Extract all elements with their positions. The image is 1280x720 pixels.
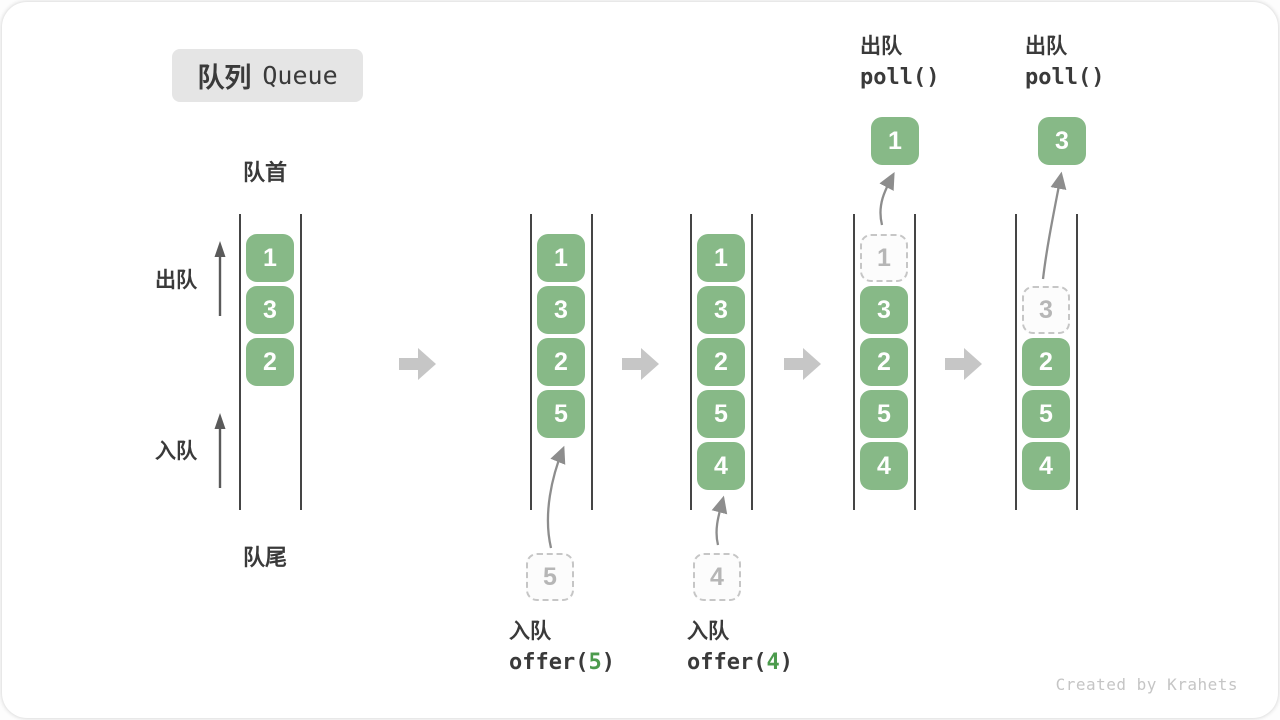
- dequeue-path-arrow-icon: [879, 171, 895, 226]
- incoming-item-box: 4: [693, 553, 741, 601]
- next-state-arrow-icon: [622, 348, 659, 380]
- queue-item-box: 3: [246, 286, 294, 334]
- outgoing-item-box: 3: [1038, 117, 1086, 165]
- enqueue-side-label: 入队: [155, 440, 197, 463]
- next-state-arrow-icon: [784, 348, 821, 380]
- code-text: poll(): [1025, 65, 1105, 90]
- operation-name-label: 出队: [1025, 35, 1067, 58]
- code-text: offer(: [509, 650, 589, 675]
- queue-wall-right: [591, 214, 593, 510]
- queue-rear-label: 队尾: [243, 545, 288, 570]
- dequeue-path-arrow-icon: [1041, 171, 1067, 280]
- code-text: ): [779, 650, 793, 675]
- queue-item-box: 1: [697, 234, 745, 282]
- queue-wall-right: [751, 214, 753, 510]
- queue-wall-left: [1015, 214, 1017, 510]
- queue-wall-right: [1076, 214, 1078, 510]
- queue-item-box: 2: [860, 338, 908, 386]
- next-state-arrow-icon: [399, 348, 436, 380]
- operation-code-label: offer(4): [687, 650, 793, 675]
- watermark: Created by Krahets: [1055, 675, 1238, 694]
- operation-code-label: offer(5): [509, 650, 615, 675]
- code-arg-accent: 5: [588, 650, 602, 675]
- queue-item-box: 5: [1022, 390, 1070, 438]
- operation-name-label: 入队: [509, 620, 551, 643]
- title-en: Queue: [262, 61, 338, 90]
- queue-item-box-dashed: 1: [860, 234, 908, 282]
- operation-code-label: poll(): [1025, 65, 1104, 90]
- queue-item-box: 4: [697, 442, 745, 490]
- code-text: offer(: [687, 650, 767, 675]
- code-arg-accent: 4: [766, 650, 780, 675]
- dequeue-direction-arrow-icon: [214, 241, 226, 316]
- outgoing-item-box: 1: [871, 117, 919, 165]
- code-text: ): [601, 650, 615, 675]
- queue-item-box: 3: [537, 286, 585, 334]
- dequeue-side-label: 出队: [155, 269, 197, 292]
- enqueue-path-arrow-icon: [546, 445, 566, 549]
- title-badge: 队列 Queue: [172, 49, 363, 102]
- code-text: poll(): [860, 65, 940, 90]
- queue-item-box: 5: [697, 390, 745, 438]
- queue-item-box: 2: [537, 338, 585, 386]
- queue-wall-left: [239, 214, 241, 510]
- queue-item-box: 4: [1022, 442, 1070, 490]
- queue-item-box: 5: [537, 390, 585, 438]
- operation-code-label: poll(): [860, 65, 939, 90]
- queue-front-label: 队首: [243, 160, 288, 185]
- queue-item-box: 2: [246, 338, 294, 386]
- queue-wall-left: [853, 214, 855, 510]
- queue-item-box: 4: [860, 442, 908, 490]
- queue-item-box: 3: [860, 286, 908, 334]
- queue-wall-left: [530, 214, 532, 510]
- queue-item-box: 2: [697, 338, 745, 386]
- incoming-item-box: 5: [526, 553, 574, 601]
- operation-name-label: 出队: [860, 35, 902, 58]
- queue-item-box: 2: [1022, 338, 1070, 386]
- enqueue-direction-arrow-icon: [214, 413, 226, 488]
- queue-wall-left: [690, 214, 692, 510]
- queue-item-box: 1: [537, 234, 585, 282]
- queue-item-box-dashed: 3: [1022, 286, 1070, 334]
- queue-item-box: 1: [246, 234, 294, 282]
- queue-wall-right: [300, 214, 302, 510]
- next-state-arrow-icon: [945, 348, 982, 380]
- operation-name-label: 入队: [687, 620, 729, 643]
- queue-item-box: 5: [860, 390, 908, 438]
- enqueue-path-arrow-icon: [711, 495, 728, 546]
- queue-wall-right: [914, 214, 916, 510]
- title-zh: 队列: [197, 63, 252, 93]
- queue-item-box: 3: [697, 286, 745, 334]
